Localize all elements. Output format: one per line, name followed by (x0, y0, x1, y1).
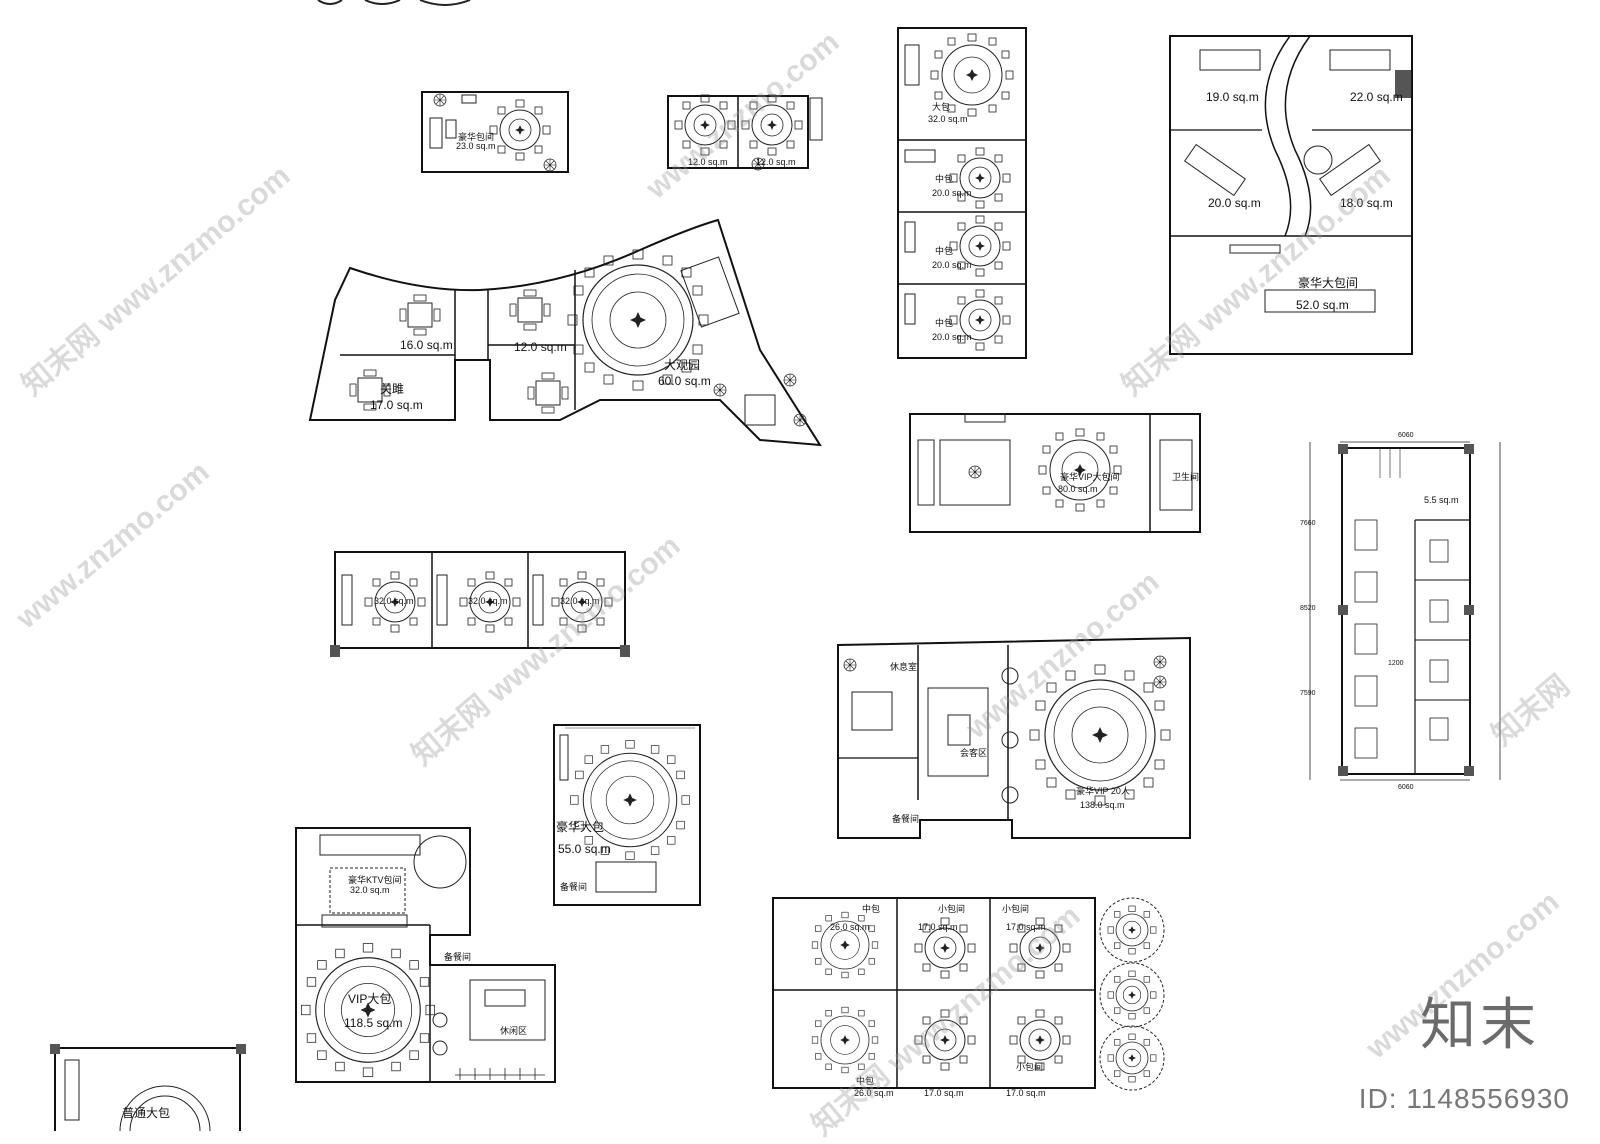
p5-r3-name: 关雎 (380, 382, 405, 396)
p12-b3-name: 小包间 (1016, 1062, 1044, 1072)
p9-service: 备餐间 (892, 814, 920, 824)
p8-toilet-area: 5.5 sq.m (1424, 495, 1459, 505)
p8-dim-a: 7660 (1300, 520, 1316, 527)
p4-big-name: 豪华大包间 (1298, 276, 1359, 290)
p12-b1: 26.0 sq.m (854, 1088, 894, 1098)
p4-a4: 18.0 sq.m (1340, 196, 1393, 210)
p9-lounge: 休息室 (890, 662, 918, 672)
p3-r2-area: 20.0 sq.m (932, 188, 972, 198)
p7-a2: 32.0 sq.m (468, 596, 508, 606)
p12-b1-name: 中包 (856, 1076, 875, 1086)
p3-r1-name: 大包 (932, 102, 951, 112)
p6-name: 豪华VIP大包间 (1060, 472, 1120, 482)
plan-12-room-grid (772, 897, 1165, 1091)
p3-r3-area: 20.0 sq.m (932, 260, 972, 270)
p9-name: 豪华VIP 20人 (1076, 786, 1130, 796)
p11-ktv-name: 豪华KTV包间 (348, 875, 402, 885)
p10-service: 备餐间 (560, 882, 588, 892)
p5-r3-area: 17.0 sq.m (370, 398, 423, 412)
plan-11-ktv-vip (295, 827, 556, 1083)
p2-right-area: 12.0 sq.m (756, 157, 796, 167)
plan-13-partial-room (50, 1044, 246, 1131)
p6-area: 80.0 sq.m (1058, 484, 1098, 494)
p1-name: 豪华包间 (458, 132, 495, 142)
p12-b3: 17.0 sq.m (1006, 1088, 1046, 1098)
p13-name: 普通大包 (122, 1106, 171, 1120)
plan-6-vip-room (909, 413, 1201, 533)
p12-t3: 小包间 (1002, 904, 1030, 914)
p3-r2-name: 中包 (935, 174, 954, 184)
p1-area: 23.0 sq.m (456, 141, 496, 151)
plan-4-luxury-complex (1169, 35, 1413, 355)
brand-logo-text: 知末 (1420, 993, 1540, 1058)
p10-area: 55.0 sq.m (558, 842, 611, 856)
p11-vip-name: VIP大包 (348, 992, 392, 1006)
plan-5-curved-building (308, 218, 822, 447)
p8-dim-b: 7590 (1300, 690, 1316, 697)
plan-3-room-column (897, 27, 1027, 359)
p12-a1: 26.0 sq.m (830, 922, 870, 932)
p10-name: 豪华大包 (556, 820, 605, 834)
p9-sofa: 会客区 (960, 748, 988, 758)
p8-dim-mid: 8520 (1300, 605, 1316, 612)
p11-ktv-area: 32.0 sq.m (350, 885, 390, 895)
p9-area: 138.0 sq.m (1080, 800, 1125, 810)
p4-a3: 20.0 sq.m (1208, 196, 1261, 210)
p7-a3: 32.0 sq.m (560, 596, 600, 606)
p4-a1: 19.0 sq.m (1206, 90, 1259, 104)
p5-big-area: 60.0 sq.m (658, 374, 711, 388)
p5-r2-area: 12.0 sq.m (514, 340, 567, 354)
p2-left-area: 12.0 sq.m (688, 157, 728, 167)
p7-a1: 32.0 sq.m (374, 596, 414, 606)
title-fragment (317, 0, 471, 6)
p8-dim-c: 1200 (1388, 660, 1404, 667)
p12-a3: 17.0 sq.m (1006, 922, 1046, 932)
plan-8-dimensioned-plan (1309, 441, 1501, 781)
p6-toilet: 卫生间 (1172, 472, 1200, 482)
plan-9-vip-20 (837, 636, 1191, 839)
p4-big-area: 52.0 sq.m (1296, 298, 1349, 312)
p3-r1-area: 32.0 sq.m (928, 114, 968, 124)
plan-7-three-rooms (330, 551, 630, 657)
p12-a2: 17.0 sq.m (918, 922, 958, 932)
p8-dim-top: 6060 (1398, 432, 1414, 439)
plan-2-two-rooms (667, 94, 823, 171)
p12-t1: 中包 (862, 904, 881, 914)
p5-r1-area: 16.0 sq.m (400, 338, 453, 352)
p3-r4-name: 中包 (935, 318, 954, 328)
p5-big-name: 大观园 (664, 358, 701, 372)
plan-1-luxury-room (421, 91, 569, 173)
p11-lounge: 休闲区 (500, 1026, 528, 1036)
p3-r4-area: 20.0 sq.m (932, 332, 972, 342)
p12-b2: 17.0 sq.m (924, 1088, 964, 1098)
p11-vip-area: 118.5 sq.m (344, 1016, 403, 1030)
p12-t2: 小包间 (938, 904, 966, 914)
image-id-text: ID: 1148556930 (1358, 1083, 1570, 1114)
p8-dim-bottom: 6060 (1398, 784, 1414, 791)
p3-r3-name: 中包 (935, 246, 954, 256)
p4-a2: 22.0 sq.m (1350, 90, 1403, 104)
p11-service: 备餐间 (444, 952, 472, 962)
plan-10-luxury-big-room (553, 724, 701, 906)
